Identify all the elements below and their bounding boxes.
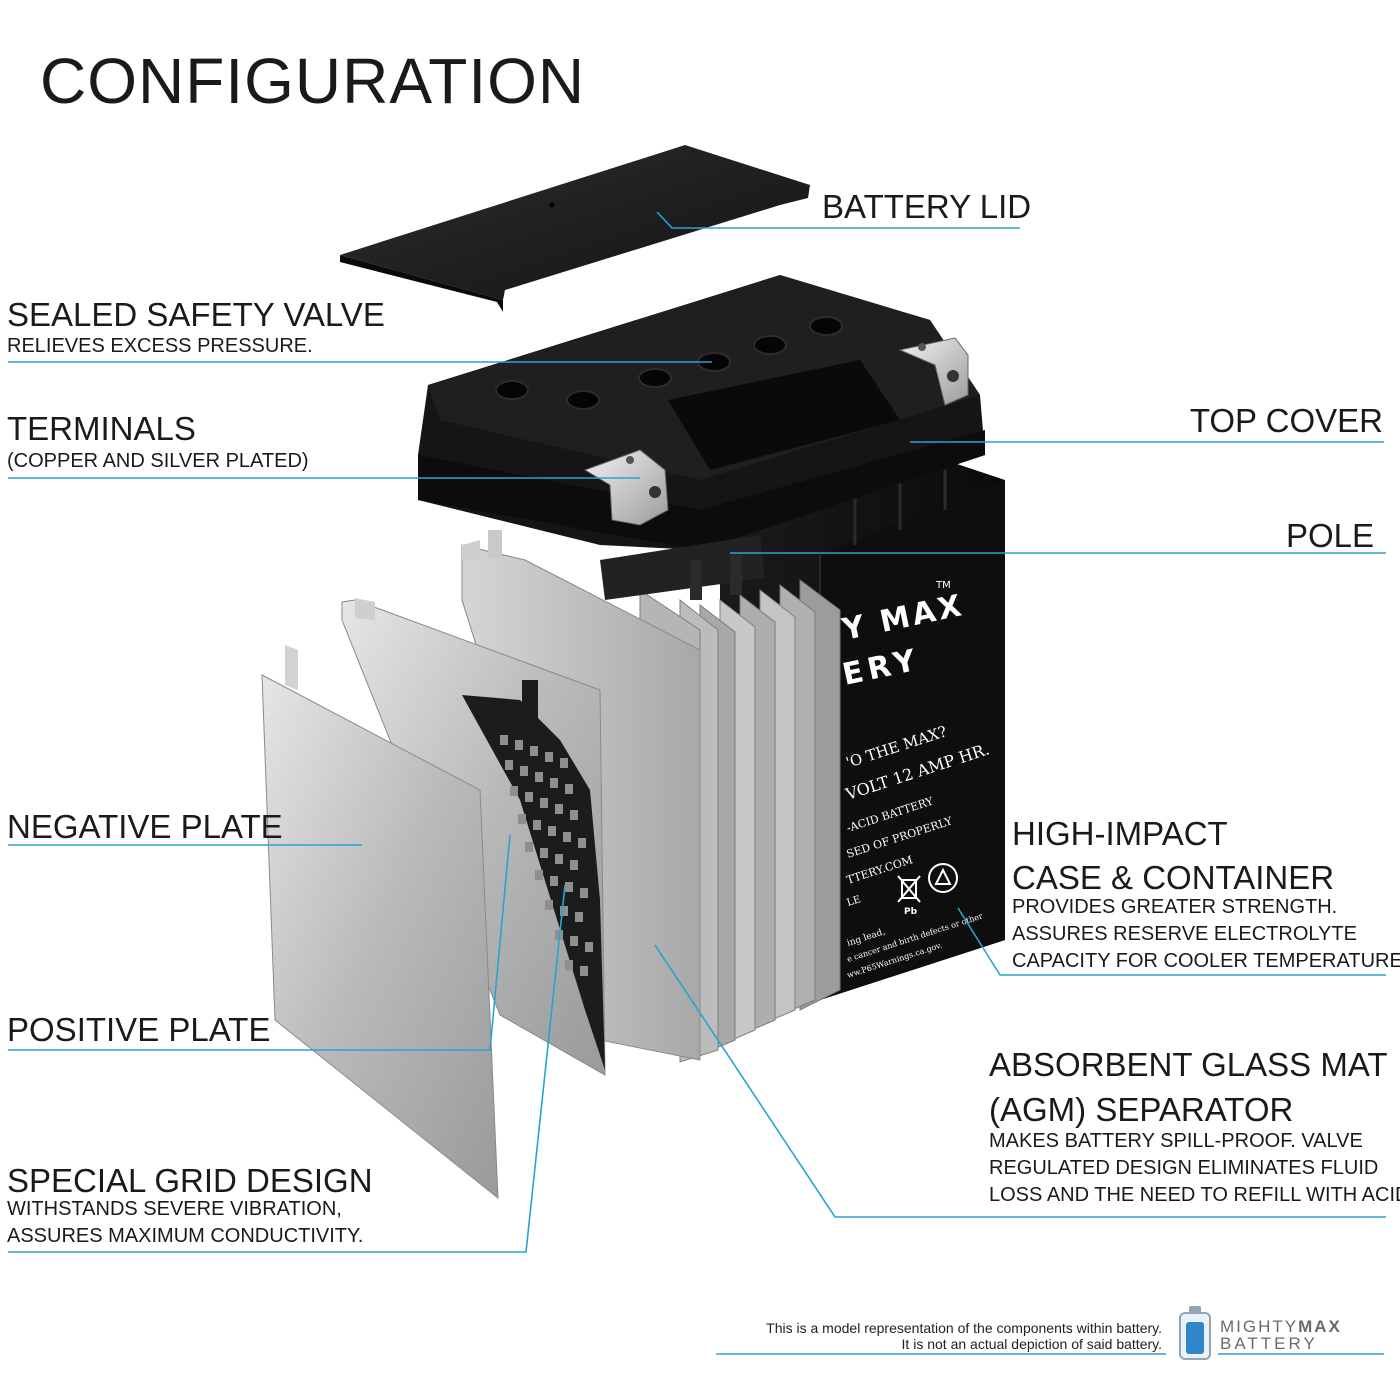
footer-note-line-2: It is not an actual depiction of said ba… xyxy=(901,1336,1162,1352)
leader-case xyxy=(957,907,1386,976)
label-terminals: TERMINALS xyxy=(7,410,196,447)
label-case-line-2: CASE & CONTAINER xyxy=(1012,859,1335,896)
leader-positive-plate xyxy=(8,834,511,1051)
negative-plate xyxy=(261,645,499,1200)
label-pole: POLE xyxy=(1285,517,1374,554)
label-agm-line-1: ABSORBENT GLASS MAT xyxy=(989,1046,1388,1083)
page-title: CONFIGURATION xyxy=(40,45,586,117)
crossed-bin-symbol xyxy=(897,875,921,903)
leader-lines xyxy=(8,211,1386,1355)
logo-word-mighty: MIGHTY xyxy=(1220,1317,1299,1336)
footer-note-line-1: This is a model representation of the co… xyxy=(766,1320,1162,1336)
recycle-symbol xyxy=(928,863,958,893)
desc-case-line-3: CAPACITY FOR COOLER TEMPERATURES. xyxy=(1012,950,1400,972)
label-top-cover: TOP COVER xyxy=(1189,402,1383,439)
leader-grid xyxy=(8,884,566,1253)
label-negative-plate: NEGATIVE PLATE xyxy=(7,808,283,845)
label-positive-plate: POSITIVE PLATE xyxy=(7,1011,271,1048)
label-case-line-1: HIGH-IMPACT xyxy=(1012,815,1228,852)
pb-mark: Pb xyxy=(904,907,918,917)
logo-word-battery: BATTERY xyxy=(1220,1334,1318,1353)
grid-separator xyxy=(462,680,605,1070)
label-sealed-safety-valve: SEALED SAFETY VALVE xyxy=(7,296,385,333)
desc-sealed-safety-valve: RELIEVES EXCESS PRESSURE. xyxy=(7,335,313,357)
battery-logo-icon xyxy=(1179,1306,1211,1360)
leader-agm xyxy=(654,944,1386,1218)
desc-case-line-1: PROVIDES GREATER STRENGTH. xyxy=(1012,896,1338,918)
label-agm-line-2: (AGM) SEPARATOR xyxy=(989,1091,1294,1128)
desc-terminals: (COPPER AND SILVER PLATED) xyxy=(7,450,309,472)
label-special-grid-design: SPECIAL GRID DESIGN xyxy=(7,1162,373,1199)
label-battery-lid: BATTERY LID xyxy=(822,188,1032,225)
desc-grid-line-2: ASSURES MAXIMUM CONDUCTIVITY. xyxy=(7,1225,364,1247)
logo-wordmark-top: MIGHTYMAX xyxy=(1220,1318,1342,1336)
terminals xyxy=(583,337,969,526)
svg-text:LE: LE xyxy=(846,894,863,909)
leader-battery-lid xyxy=(656,211,1020,229)
battery-lid xyxy=(340,145,810,312)
pole xyxy=(600,535,765,600)
desc-agm-line-2: REGULATED DESIGN ELIMINATES FLUID xyxy=(989,1157,1379,1179)
desc-case-line-2: ASSURES RESERVE ELECTROLYTE xyxy=(1012,923,1357,945)
top-cover xyxy=(418,275,985,550)
desc-agm-line-1: MAKES BATTERY SPILL-PROOF. VALVE xyxy=(989,1130,1363,1152)
desc-grid-line-1: WITHSTANDS SEVERE VIBRATION, xyxy=(7,1198,342,1220)
desc-agm-line-3: LOSS AND THE NEED TO REFILL WITH ACID. xyxy=(989,1184,1400,1206)
tm-mark: TM xyxy=(935,580,951,591)
logo-word-max: MAX xyxy=(1298,1317,1342,1336)
